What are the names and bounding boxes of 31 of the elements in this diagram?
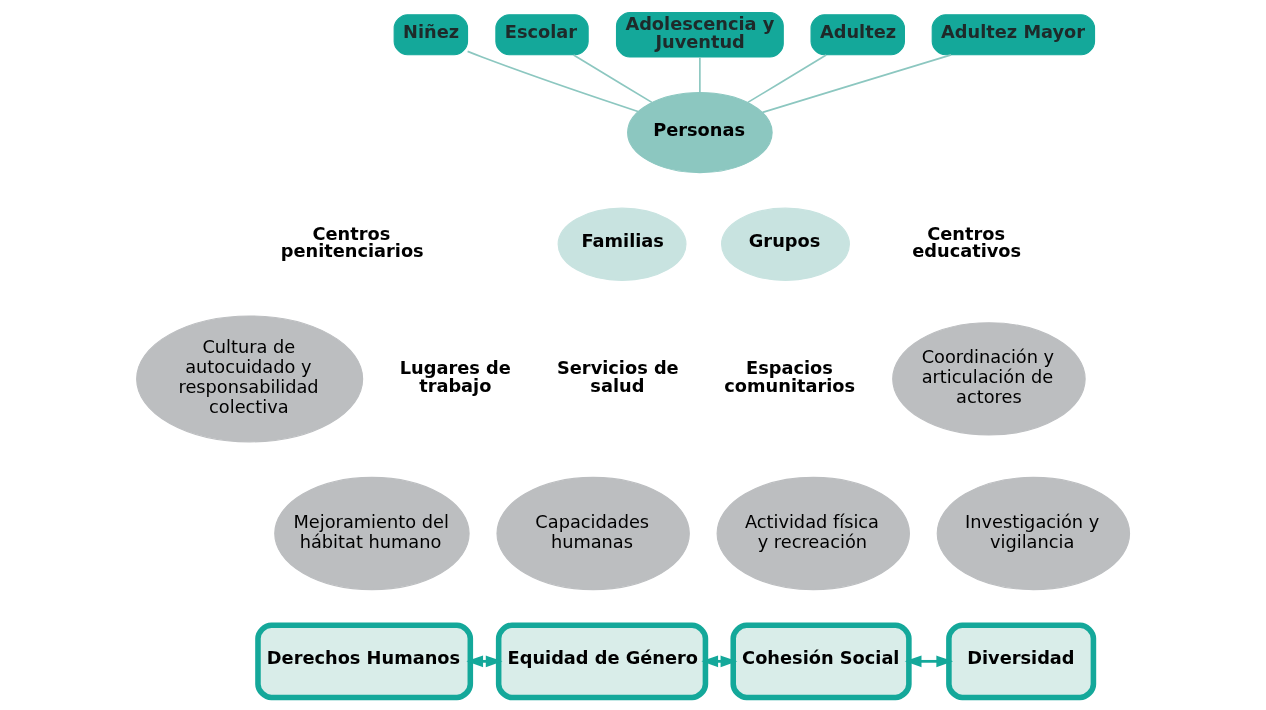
node-box: Derechos Humanos	[255, 622, 474, 701]
node-ellipse: Mejoramiento del hábitat humano	[274, 476, 470, 591]
node-ellipse: Personas	[627, 92, 773, 174]
node-ellipse: Grupos	[721, 207, 850, 281]
node-box: Equidad de Género	[495, 622, 709, 701]
arrow	[466, 655, 503, 668]
node-box: Adolescencia y Juventud	[615, 11, 784, 58]
node-box: Cohesión Social	[730, 622, 912, 701]
node-box: Adultez	[810, 14, 905, 56]
arrow	[701, 655, 738, 668]
label: Espacios comunitarios	[724, 357, 856, 397]
node-box: Diversidad	[946, 622, 1097, 701]
label: Lugares de trabajo	[399, 357, 511, 397]
connector	[747, 54, 827, 104]
node-ellipse: Actividad física y recreación	[716, 476, 910, 591]
node-ellipse: Investigación y vigilancia	[936, 476, 1131, 591]
label: Centros penitenciarios	[280, 222, 424, 262]
connector	[572, 54, 653, 104]
connector	[466, 50, 639, 113]
connector	[699, 56, 701, 94]
label: Centros educativos	[912, 222, 1022, 262]
node-ellipse: Coordinación y articulación de actores	[892, 322, 1086, 436]
node-ellipse: Capacidades humanas	[496, 476, 690, 591]
node-box: Adultez Mayor	[931, 14, 1096, 56]
node-box: Escolar	[495, 14, 589, 56]
arrow	[904, 655, 954, 668]
node-ellipse: Familias	[557, 207, 687, 281]
node-box: Niñez	[393, 14, 469, 56]
label: Servicios de salud	[557, 357, 679, 397]
node-ellipse: Cultura de autocuidado y responsabilidad colectiva	[136, 315, 364, 443]
connector	[761, 54, 952, 114]
